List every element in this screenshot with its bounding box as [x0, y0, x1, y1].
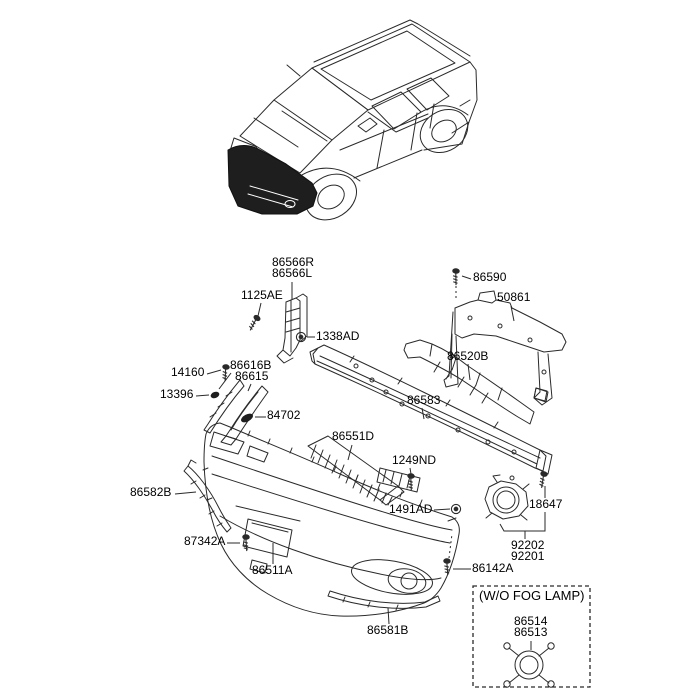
bolt-14160 [219, 363, 231, 382]
part-label-86582B: 86582B [130, 485, 172, 499]
part-label-86615: 86615 [235, 369, 269, 383]
no-fog-lamp-box-title: (W/O FOG LAMP) [479, 588, 585, 603]
part-label-14160: 14160 [171, 365, 205, 379]
part-side-molding-86582B [183, 459, 232, 533]
part-side-bracket-86566 [276, 293, 308, 364]
part-label-1338AD: 1338AD [316, 329, 360, 343]
part-label-86551D: 86551D [332, 429, 375, 443]
screw-1125AE [245, 313, 262, 332]
bolt-18647 [536, 470, 549, 489]
part-bumper-cover-86511A [202, 422, 460, 617]
part-label-18647: 18647 [529, 497, 563, 511]
clip-84702 [241, 413, 253, 423]
fasteners [210, 267, 549, 576]
part-fog-lamp-cover-86514-86513 [503, 642, 555, 688]
part-label-50861: 50861 [497, 290, 531, 304]
part-label-1249ND: 1249ND [392, 453, 437, 467]
part-label-86566L: 86566L [272, 266, 313, 280]
part-label-1491AD: 1491AD [389, 502, 433, 516]
part-label-86142A: 86142A [472, 561, 514, 575]
no-fog-lamp-box [472, 585, 591, 688]
part-lower-strip-86581B [327, 590, 441, 611]
part-support-bracket-50861 [443, 290, 567, 406]
part-energy-absorber-86520B [403, 339, 535, 425]
clip-13396 [210, 391, 220, 399]
part-label-92202: 92202 [511, 538, 545, 552]
part-label-86514: 86514 [514, 614, 548, 628]
nut-1338AD [295, 331, 307, 343]
part-bumper-grille-86551D [307, 435, 405, 506]
screw-1249ND [406, 472, 415, 491]
part-label-92201: 92201 [511, 549, 545, 563]
part-label-1125AE: 1125AE [241, 288, 283, 302]
part-label-84702: 84702 [267, 408, 301, 422]
part-label-86511A: 86511A [252, 563, 293, 577]
bolt-86590 [450, 267, 460, 286]
part-label-86583: 86583 [407, 393, 441, 407]
part-fog-lamp-92202-92201 [484, 474, 530, 521]
part-end-bracket [533, 387, 548, 402]
vehicle-front-bumper-highlight [227, 145, 318, 215]
bolt-86142A [442, 558, 451, 576]
part-label-86520B: 86520B [447, 349, 489, 363]
part-label-87342A: 87342A [184, 534, 226, 548]
part-label-86581B: 86581B [367, 623, 409, 637]
part-label-86513: 86513 [514, 625, 548, 639]
part-bumper-beam-86583 [309, 344, 553, 493]
part-label-86616B: 86616B [230, 358, 272, 372]
leader-lines [174, 275, 546, 650]
part-label-86566R: 86566R [272, 255, 315, 269]
part-label-86590: 86590 [473, 270, 507, 284]
part-label-13396: 13396 [160, 387, 194, 401]
nut-1491AD [450, 503, 462, 515]
vehicle-illustration [227, 19, 478, 221]
part-side-stiffener-86616B-86615 [203, 379, 269, 446]
